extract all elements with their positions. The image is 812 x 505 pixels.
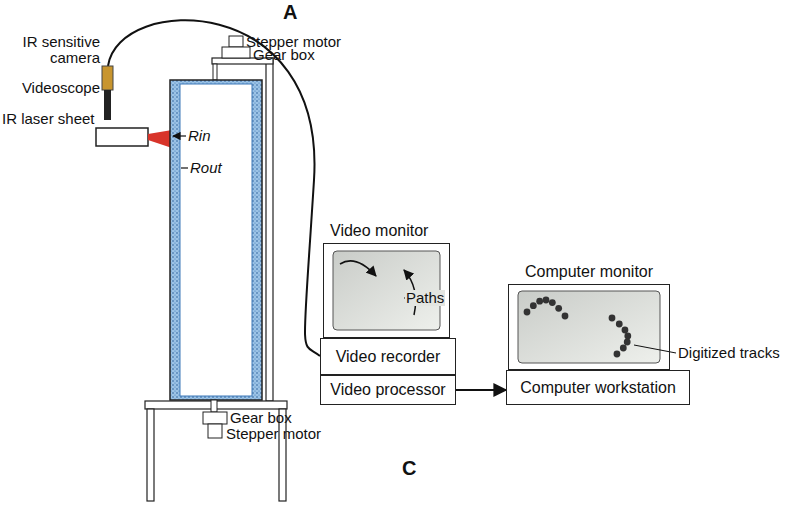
path-label: Paths bbox=[405, 290, 445, 306]
radius-label: Rin bbox=[188, 128, 211, 144]
monitor-heading: Computer monitor bbox=[525, 263, 653, 281]
box-label: Computer workstation bbox=[507, 379, 689, 396]
part-name: Gear box bbox=[230, 410, 292, 426]
panel-letter: C bbox=[402, 460, 416, 476]
part-name: Videoscope bbox=[18, 80, 100, 96]
box-label: Video recorder bbox=[321, 348, 455, 365]
part-name: Digitized tracks bbox=[678, 345, 780, 361]
monitor-heading: Video monitor bbox=[330, 222, 428, 240]
part-name: IR sensitive camera bbox=[2, 34, 100, 66]
panel-letter: A bbox=[283, 4, 297, 20]
signal-arrow bbox=[456, 389, 506, 391]
part-name: Gear box bbox=[253, 47, 315, 63]
computer-monitor: Computer monitor bbox=[508, 284, 670, 370]
part-name: Stepper motor bbox=[226, 426, 321, 442]
part-name: IR laser sheet bbox=[2, 111, 94, 127]
computer-workstation-box: Computer workstation bbox=[506, 370, 690, 405]
radius-label: Rout bbox=[190, 160, 222, 176]
video-processor-box: Video processor bbox=[320, 375, 456, 405]
box-label: Video processor bbox=[321, 381, 455, 398]
video-recorder-box: Video recorder bbox=[320, 338, 456, 375]
